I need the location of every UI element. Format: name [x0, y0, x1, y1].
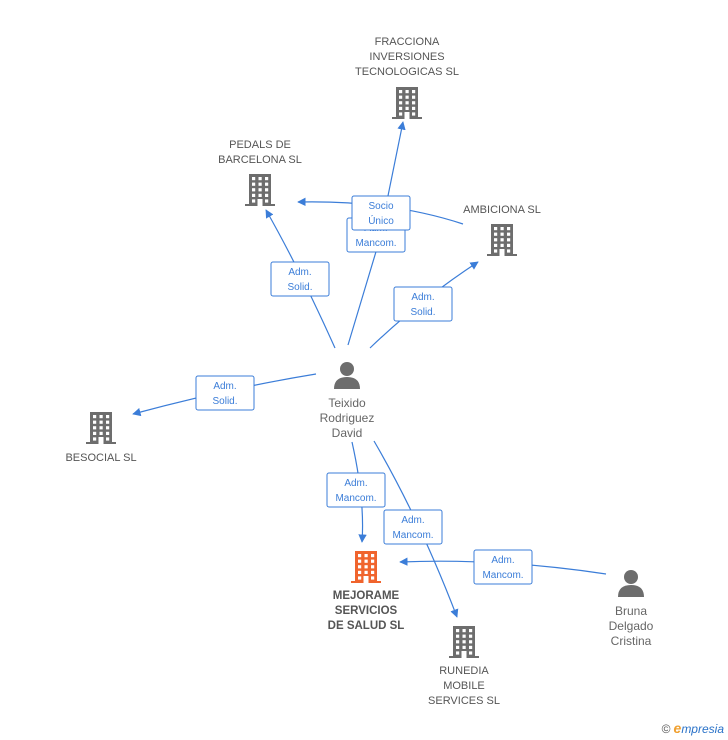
brand-watermark: ©empresia: [662, 720, 724, 736]
node-label: INVERSIONES: [369, 51, 444, 63]
node-pedals[interactable]: PEDALS DE BARCELONA SL: [218, 139, 302, 206]
building-icon: [487, 224, 517, 256]
edge-label-box: [383, 509, 443, 545]
edge-label-text: Mancom.: [392, 530, 433, 541]
edge-label-text: Solid.: [287, 282, 312, 293]
edge-label-text: Adm.: [288, 267, 311, 278]
node-label: TECNOLOGICAS SL: [355, 66, 459, 78]
edge-label-box: [393, 286, 453, 322]
edge-label-teixido-to-ambiciona[interactable]: Adm. Solid.: [393, 286, 453, 322]
edge-label-text: Mancom.: [482, 570, 523, 581]
node-label: Bruna: [615, 604, 647, 618]
node-mejorame[interactable]: MEJORAME SERVICIOS DE SALUD SL: [328, 551, 405, 632]
edge-label-box: [326, 472, 386, 508]
node-label: Rodriguez: [320, 411, 375, 425]
edge-label-box: [270, 261, 330, 297]
brand-name: mpresia: [681, 722, 724, 736]
edge-label-box: [473, 549, 533, 585]
node-label: DE SALUD SL: [328, 620, 405, 632]
edge-label-text: Adm.: [213, 381, 236, 392]
edge-label-teixido-to-besocial[interactable]: Adm. Solid.: [195, 375, 255, 411]
building-icon: [351, 551, 381, 583]
edge-label-text: Adm.: [344, 478, 367, 489]
building-icon: [86, 412, 116, 444]
edge-label-bruna-to-mejorame[interactable]: Adm. Mancom.: [473, 549, 533, 585]
copyright-symbol: ©: [661, 722, 671, 736]
node-label: Teixido: [328, 396, 366, 410]
nodes-layer: FRACCIONA INVERSIONES TECNOLOGICAS SL PEDAL…: [65, 36, 653, 707]
node-label: SERVICES SL: [428, 695, 500, 707]
node-ambiciona[interactable]: AMBICIONA SL: [463, 204, 541, 256]
node-besocial[interactable]: BESOCIAL SL: [65, 412, 137, 464]
edge-label-teixido-to-pedals[interactable]: Adm. Solid.: [270, 261, 330, 297]
edge-label-box: [195, 375, 255, 411]
node-label: AMBICIONA SL: [463, 204, 541, 216]
edge-label-text: Solid.: [212, 396, 237, 407]
node-label: PEDALS DE: [229, 139, 291, 151]
edge-label-text: Adm.: [491, 555, 514, 566]
building-icon: [245, 174, 275, 206]
node-label: Cristina: [611, 634, 652, 648]
node-label: David: [332, 426, 363, 440]
edge-label-text: Adm.: [411, 292, 434, 303]
node-label: BESOCIAL SL: [65, 452, 136, 464]
edge-label-text: Adm.: [401, 515, 424, 526]
node-label: RUNEDIA: [439, 665, 489, 677]
edge-label-teixido-to-mejorame[interactable]: Adm. Mancom.: [326, 472, 386, 508]
edge-label-text: Socio: [368, 201, 393, 212]
person-icon: [334, 362, 360, 389]
edge-label-text: Mancom.: [335, 493, 376, 504]
node-label: Delgado: [609, 619, 654, 633]
edge-label-text: Único: [368, 214, 394, 227]
edge-label-text: Solid.: [410, 307, 435, 318]
building-icon: [392, 87, 422, 119]
edge-label-text: Mancom.: [355, 238, 396, 249]
edge-label-teixido-to-runedia[interactable]: Adm. Mancom.: [383, 509, 443, 545]
building-icon: [449, 626, 479, 658]
node-label: MOBILE: [443, 680, 485, 692]
edge-label-box: [351, 195, 411, 231]
node-label: SERVICIOS: [335, 605, 398, 617]
node-label: FRACCIONA: [375, 36, 440, 48]
node-label: MEJORAME: [333, 590, 400, 602]
node-label: BARCELONA SL: [218, 154, 302, 166]
node-runedia[interactable]: RUNEDIA MOBILE SERVICES SL: [428, 626, 500, 707]
person-icon: [618, 570, 644, 597]
node-fracciona[interactable]: FRACCIONA INVERSIONES TECNOLOGICAS SL: [355, 36, 459, 119]
brand-initial: e: [673, 720, 682, 736]
